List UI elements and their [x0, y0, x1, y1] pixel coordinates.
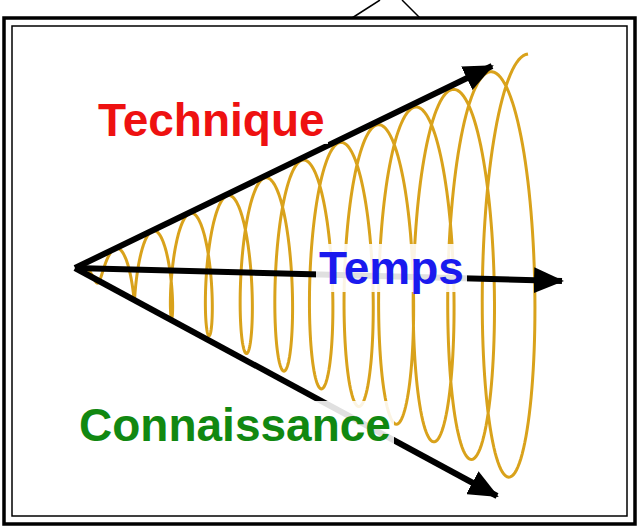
axis-label: Connaissance — [76, 401, 394, 449]
frame-peak — [402, 0, 420, 18]
axis-arrow — [75, 66, 492, 268]
axis-label: Technique — [95, 96, 328, 144]
inner-frame — [12, 26, 627, 516]
frame-peak — [352, 0, 380, 18]
outer-frame — [4, 18, 635, 524]
axis-arrow — [75, 268, 497, 496]
axis-label: Temps — [316, 244, 467, 292]
